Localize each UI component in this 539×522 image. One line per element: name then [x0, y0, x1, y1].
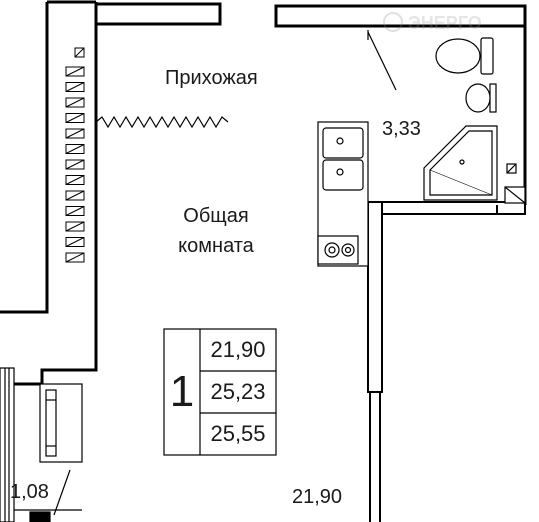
shower-tray	[423, 125, 498, 201]
area-balcony: 1,08	[10, 481, 49, 503]
living-area-value: 21,90	[210, 337, 266, 362]
room-label-living-line1: Общая	[183, 205, 249, 227]
radiator-slat-mark	[65, 237, 85, 247]
radiator-slat-mark	[65, 221, 85, 232]
radiator-slat-mark	[65, 252, 85, 263]
area-bathroom: 3,33	[382, 118, 421, 140]
rooms-count: 1	[169, 367, 195, 416]
room-label-living: Общая комната	[170, 204, 262, 258]
radiator-slats	[65, 66, 85, 263]
watermark-logo: ЭНЕРГО	[383, 12, 482, 33]
summary-table: 1 21,90 25,23 25,55	[164, 329, 276, 455]
radiator-slat-mark	[65, 159, 85, 170]
radiator-slat-mark	[65, 66, 85, 77]
total-area-balcony-value: 25,55	[210, 421, 266, 446]
radiator-slat-mark	[65, 206, 85, 216]
bathroom-door	[367, 30, 397, 91]
balcony	[0, 367, 83, 522]
room-label-living-line2: комната	[178, 235, 254, 257]
top-wall-right	[274, 4, 527, 28]
area-bottom: 21,90	[292, 486, 343, 508]
area-table	[163, 328, 277, 456]
radiator-slat-mark	[65, 175, 85, 185]
top-wall-left	[94, 2, 222, 26]
vent-squares	[504, 163, 526, 204]
radiator-slat-mark	[65, 97, 85, 108]
radiator-slat-mark	[65, 82, 85, 92]
toilet	[435, 37, 494, 75]
radiator-slat-mark	[65, 144, 85, 154]
radiator-slat-mark	[65, 128, 85, 139]
kitchen-counter	[317, 121, 369, 267]
bathroom-walls	[367, 201, 526, 393]
right-walls	[368, 205, 498, 522]
watermark-text: ЭНЕРГО	[408, 13, 482, 33]
radiator-slat-mark	[65, 190, 85, 201]
radiator-slat-mark	[65, 113, 85, 123]
total-area-value: 25,23	[210, 379, 266, 404]
room-label-hallway: Прихожая	[165, 67, 258, 89]
sink	[465, 83, 497, 113]
radiator-column	[74, 47, 85, 58]
zone-divider	[95, 115, 229, 129]
